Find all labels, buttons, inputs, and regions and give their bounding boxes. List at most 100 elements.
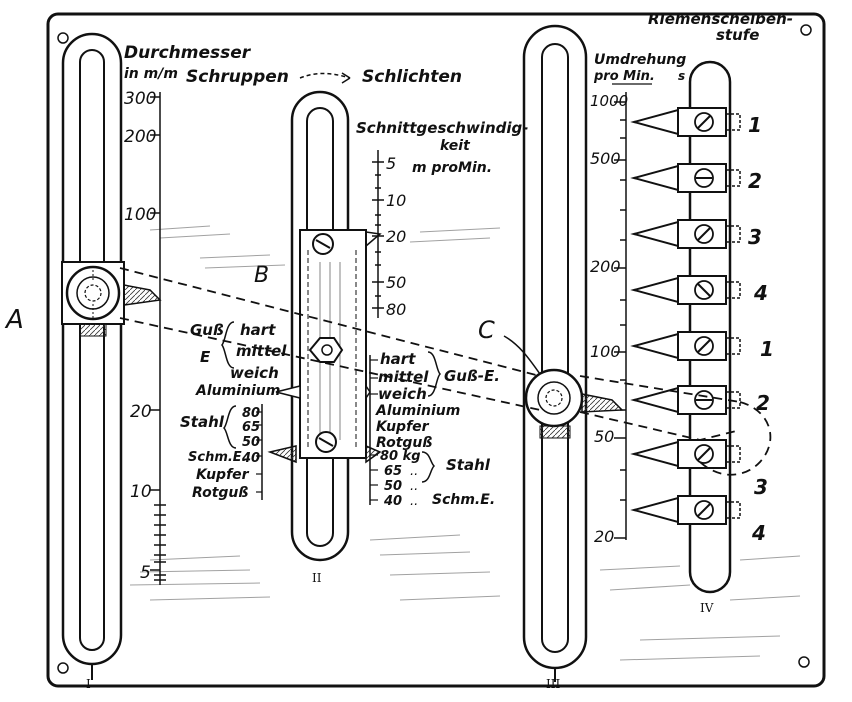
scale-II-tick-50: 50 (386, 273, 406, 292)
step-2a: 2 (748, 169, 762, 193)
mat-right-dots-3: .. (410, 494, 418, 509)
scale-III-tick-500: 500 (590, 149, 621, 168)
mat-right-stahl-80: 80 kg (380, 449, 421, 464)
screw-hole-tr (800, 24, 812, 36)
header-arrow (299, 72, 351, 79)
mat-left-mittel: mittel (236, 342, 287, 360)
step-1b: 1 (760, 337, 774, 361)
label-B: B (254, 263, 269, 288)
mat-right-rotguss: Rotguß (376, 435, 432, 451)
scale-I-tick-5: 5 (140, 563, 151, 583)
roman-III-label: III (546, 677, 560, 691)
mat-left-guss: Guß (190, 321, 224, 339)
roman-II-label: II (312, 571, 322, 585)
pointer-1b (630, 331, 741, 361)
slider-III (522, 24, 588, 682)
header-schlichten: Schlichten (362, 67, 462, 87)
scale-I-tick-10: 10 (130, 482, 152, 502)
scale-III-title-s: s (678, 69, 685, 83)
mat-left-stahl-40: 40 (241, 451, 260, 466)
pointer-4b (630, 495, 741, 525)
materials-left: Guß E hart mittel weich Aluminium Stahl … (180, 321, 287, 501)
materials-right: hart mittel weich Guß-E. Aluminium Kupfe… (369, 350, 500, 509)
mat-right-stahl: Stahl (446, 456, 491, 474)
pointer-3b (630, 439, 741, 469)
header-schruppen: Schruppen (186, 67, 289, 87)
scale-III-tick-1000: 1000 (590, 92, 628, 110)
mat-right-dots-1: .. (410, 464, 418, 479)
mat-left-e: E (200, 348, 211, 366)
scale-III-tick-100: 100 (590, 342, 621, 361)
scale-II-tick-20: 20 (386, 227, 406, 246)
mat-left-hart: hart (240, 321, 276, 339)
scale-I-tick-200: 200 (124, 127, 156, 147)
scale-III-tick-20: 20 (594, 527, 614, 546)
background-shading (129, 225, 801, 661)
pointer-3a (630, 219, 741, 249)
screw-hole-bl (57, 662, 69, 674)
scale-I-tick-20: 20 (130, 402, 152, 422)
pointer-1a (630, 107, 741, 137)
label-C: C (478, 316, 495, 344)
mat-right-mittel: mittel (378, 368, 429, 386)
scale-II-title: Schnittgeschwindig- (356, 119, 528, 137)
scale-II-tick-80: 80 (386, 300, 406, 319)
mat-right-stahl-65: 65 (384, 464, 402, 479)
cursor-A[interactable] (61, 261, 162, 337)
mat-left-weich: weich (230, 364, 279, 382)
scale-III-title: Umdrehung (594, 52, 686, 68)
mat-right-stahl-40: 40 (383, 494, 402, 509)
scale-I-unit: in m/m (124, 66, 178, 82)
cursor-B[interactable] (267, 229, 382, 464)
mat-right-stahl-50: 50 (384, 479, 402, 494)
scale-I-tick-300: 300 (124, 89, 156, 109)
mat-left-stahl: Stahl (180, 413, 225, 431)
riemen-pointers (630, 107, 741, 525)
board-outline (46, 12, 826, 688)
mat-left-stahl-50: 50 (242, 435, 260, 450)
slider-IV (688, 60, 732, 594)
scale-I-axis (150, 92, 166, 585)
cursor-C[interactable] (524, 368, 624, 439)
riemen-title: Riemenscheiben- (648, 10, 793, 28)
mat-right-hart: hart (380, 350, 416, 368)
step-3a: 3 (748, 225, 762, 249)
scale-III-unit: pro Min. (593, 69, 655, 84)
scale-I-title: Durchmesser (124, 43, 252, 63)
screw-hole-br (798, 656, 810, 668)
roman-I-label: I (86, 677, 91, 691)
step-4a: 4 (753, 281, 768, 305)
mat-right-dots-2: .. (410, 479, 418, 494)
scale-II-title2: keit (440, 138, 471, 154)
scale-III-tick-50: 50 (594, 427, 614, 446)
step-1a: 1 (748, 113, 762, 137)
scale-I-tick-100: 100 (124, 205, 156, 225)
riemen-title2: stufe (716, 26, 759, 44)
step-4b: 4 (751, 521, 766, 545)
scale-III-axis (614, 92, 627, 540)
mat-right-kupfer: Kupfer (376, 419, 430, 435)
mat-right-schm-e: Schm.E. (432, 492, 495, 508)
slider-I (61, 32, 123, 680)
mat-left-rotguss: Rotguß (192, 485, 248, 501)
pointer-2b (630, 385, 741, 415)
mat-left-kupfer: Kupfer (196, 467, 250, 483)
mat-left-stahl-80: 80 (242, 406, 260, 421)
screw-hole-tl (57, 32, 69, 44)
step-2b: 2 (756, 391, 770, 415)
pointer-4a (630, 275, 741, 305)
scale-II-tick-10: 10 (386, 191, 406, 210)
mat-left-schm-e: Schm.E. (188, 450, 247, 465)
mat-left-aluminium: Aluminium (195, 383, 280, 399)
label-A: A (4, 305, 24, 335)
mat-right-guss-e: Guß-E. (444, 367, 500, 385)
mat-right-aluminium: Aluminium (375, 403, 460, 419)
mat-left-stahl-65: 65 (242, 420, 260, 435)
alignment-lines (119, 267, 772, 476)
scale-III-tick-200: 200 (590, 257, 621, 276)
step-3b: 3 (754, 475, 768, 499)
scale-II-unit: m proMin. (412, 160, 492, 176)
pointer-2a (630, 163, 741, 193)
